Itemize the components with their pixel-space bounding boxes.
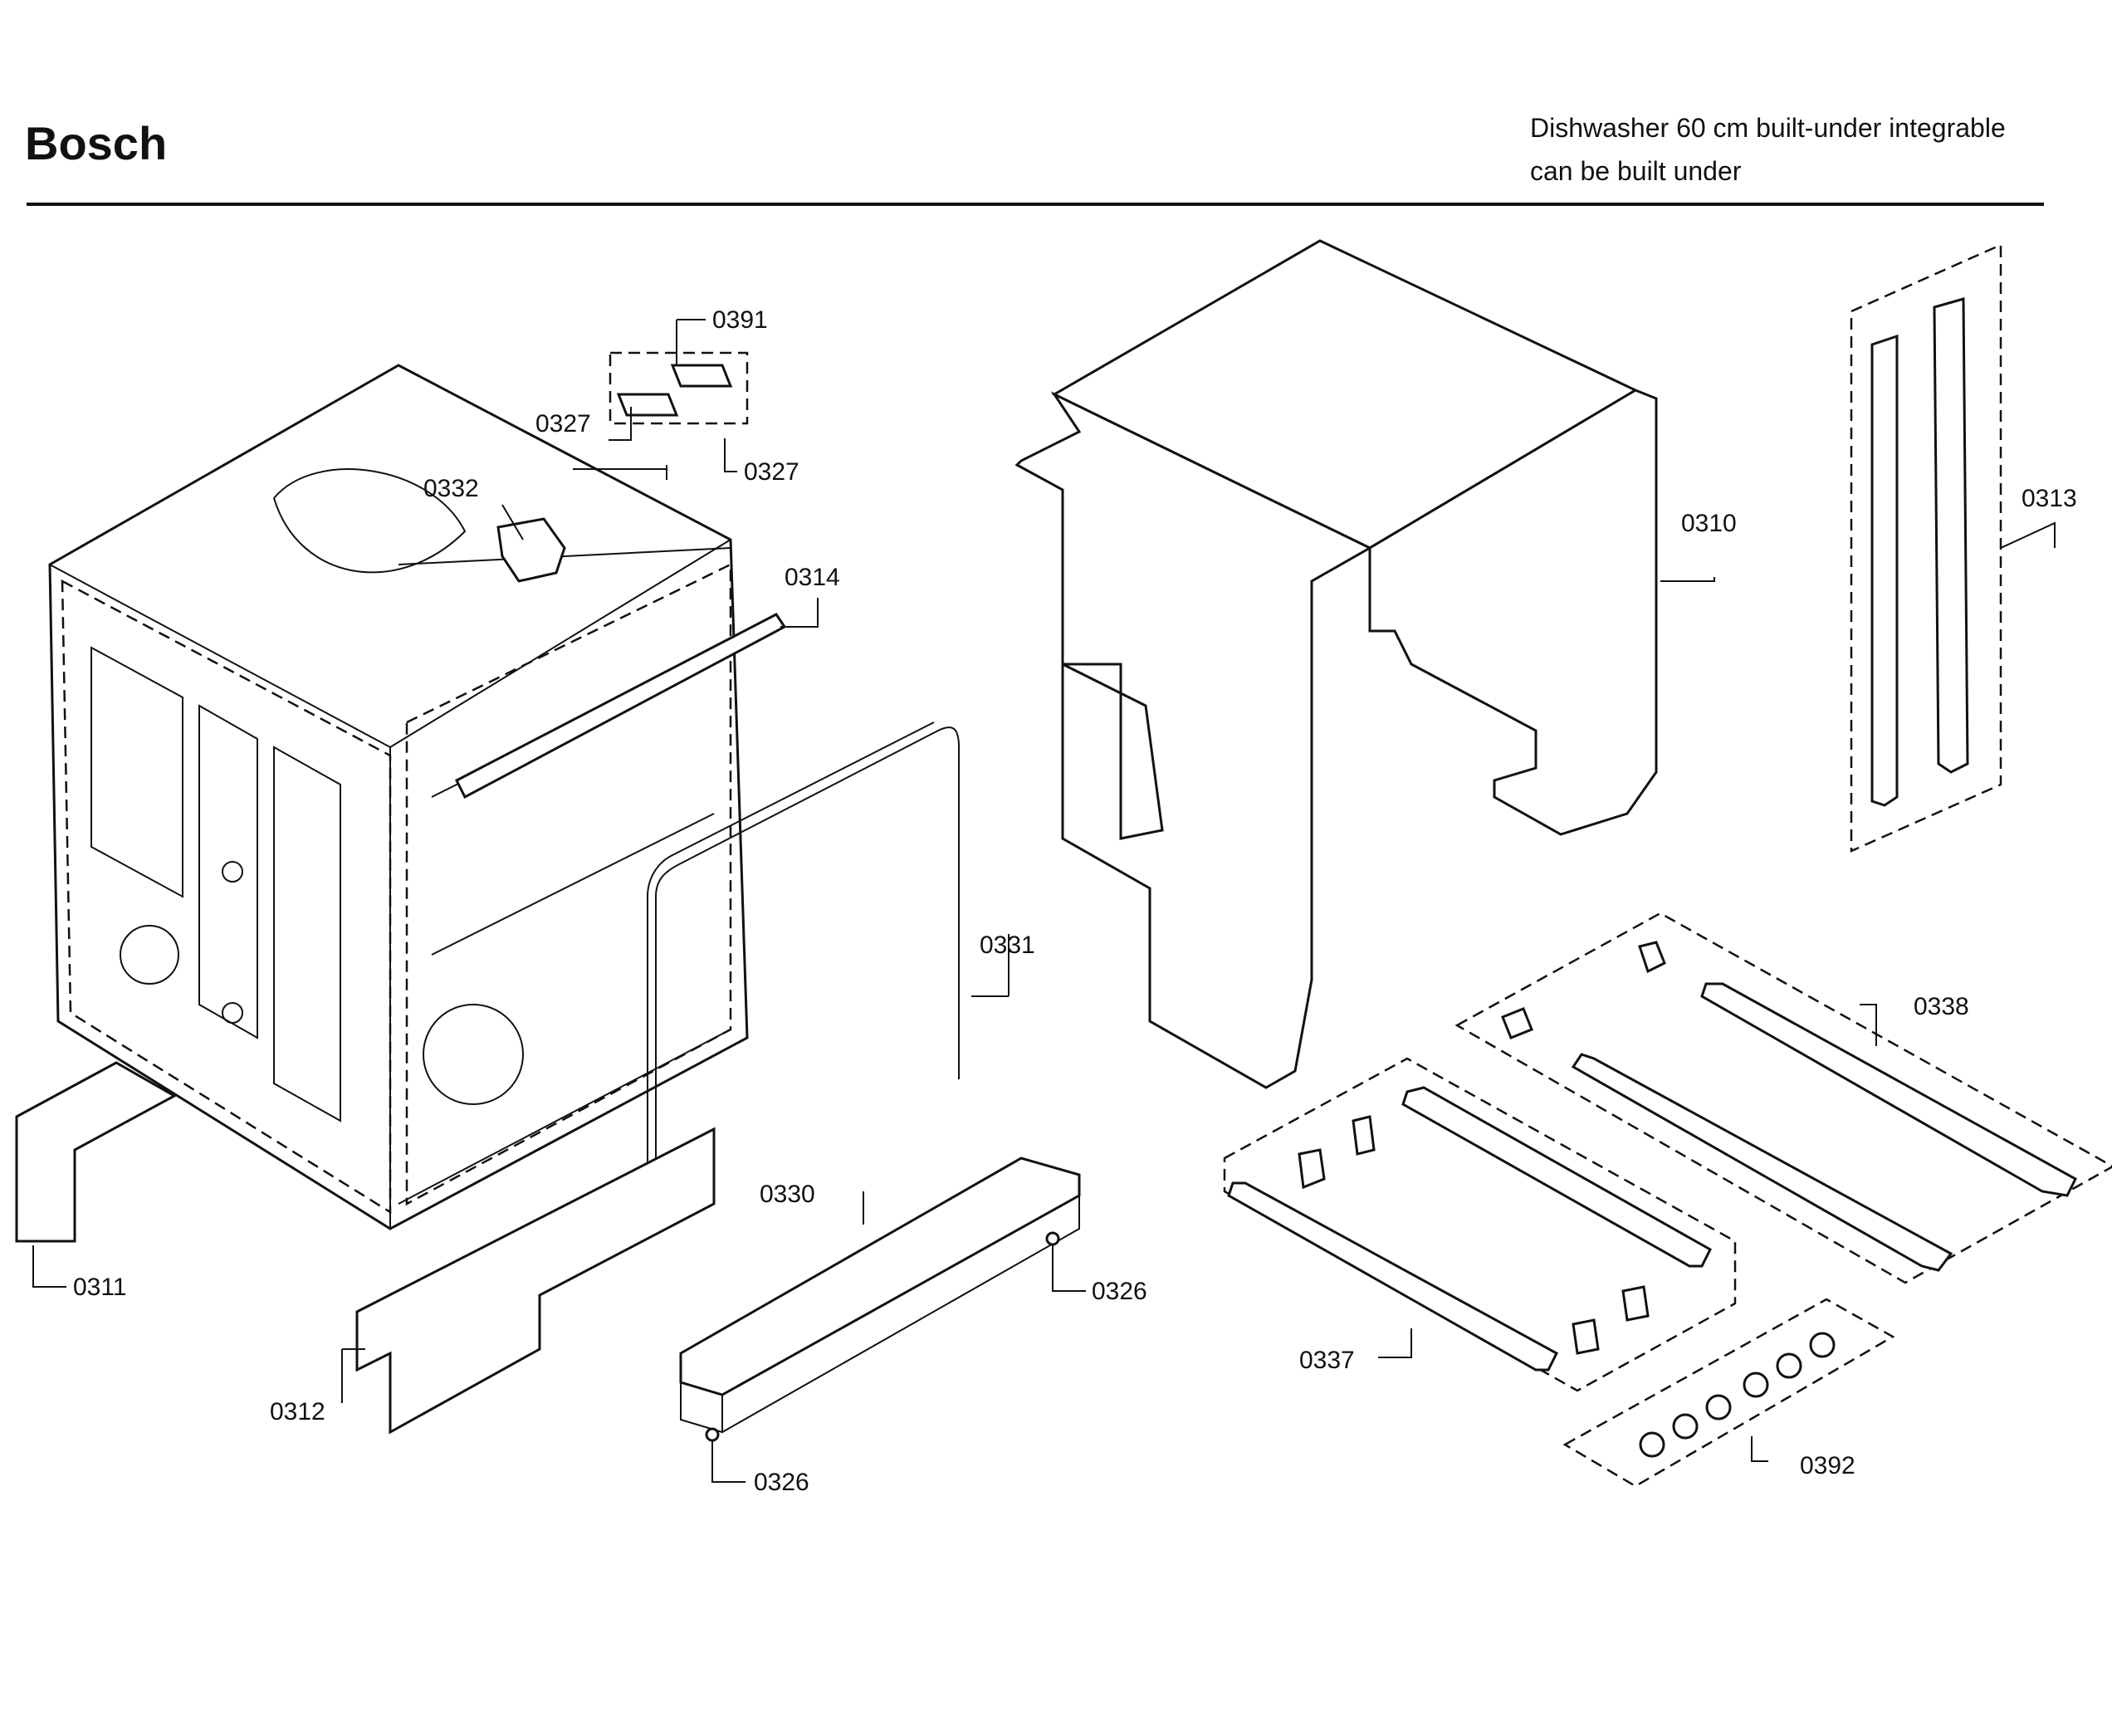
screw-icon-0326-b	[705, 1427, 720, 1461]
part-0392-wheel-kit	[1562, 1298, 1895, 1488]
callout-0326-a: 0326	[1092, 1278, 1147, 1305]
callout-0312: 0312	[270, 1398, 325, 1425]
brand-title: Bosch	[25, 117, 168, 169]
callout-0332: 0332	[423, 475, 479, 502]
part-0311-side-insulation	[15, 1061, 178, 1243]
part-0331-door-seal	[647, 721, 960, 1225]
callout-0327-b: 0327	[744, 458, 799, 486]
part-0330-toe-kick	[679, 1157, 1081, 1434]
part-0312-front-insulation	[355, 1127, 716, 1435]
part-0310-insulation-shell	[1014, 239, 1658, 1089]
callout-0338: 0338	[1914, 993, 1969, 1020]
callout-0327-a: 0327	[535, 410, 591, 438]
callout-0313: 0313	[2022, 485, 2077, 512]
screw-icon-0326-a	[1045, 1231, 1060, 1266]
header-divider	[27, 203, 2044, 206]
callout-0392: 0392	[1800, 1452, 1855, 1479]
callout-labels: 0391 0327 0327 0332 0314 0331 0330 0326 …	[73, 306, 2077, 1496]
part-0313-side-trims	[1850, 243, 2002, 853]
leader-lines	[32, 319, 2056, 1483]
part-0332-bracket	[496, 517, 566, 583]
diagram-title: Dishwasher 60 cm built-under integrable …	[1530, 106, 2006, 193]
diagram-title-line-1: Dishwasher 60 cm built-under integrable	[1530, 113, 2006, 143]
callout-0326-b: 0326	[754, 1469, 809, 1496]
callout-0391: 0391	[712, 306, 768, 334]
diagram-title-line-2: can be built under	[1530, 156, 1742, 186]
part-0337-rail-set	[1223, 1057, 1737, 1392]
callout-0311: 0311	[73, 1274, 127, 1301]
tub-assembly	[48, 364, 749, 1230]
callout-0337: 0337	[1299, 1347, 1355, 1374]
callout-0330: 0330	[760, 1181, 815, 1208]
part-0338-rail-set	[1454, 912, 2112, 1284]
callout-0331: 0331	[980, 932, 1035, 959]
callout-0314: 0314	[785, 564, 840, 591]
callout-0310: 0310	[1681, 510, 1737, 537]
part-0391-hinge-clips	[609, 351, 749, 425]
